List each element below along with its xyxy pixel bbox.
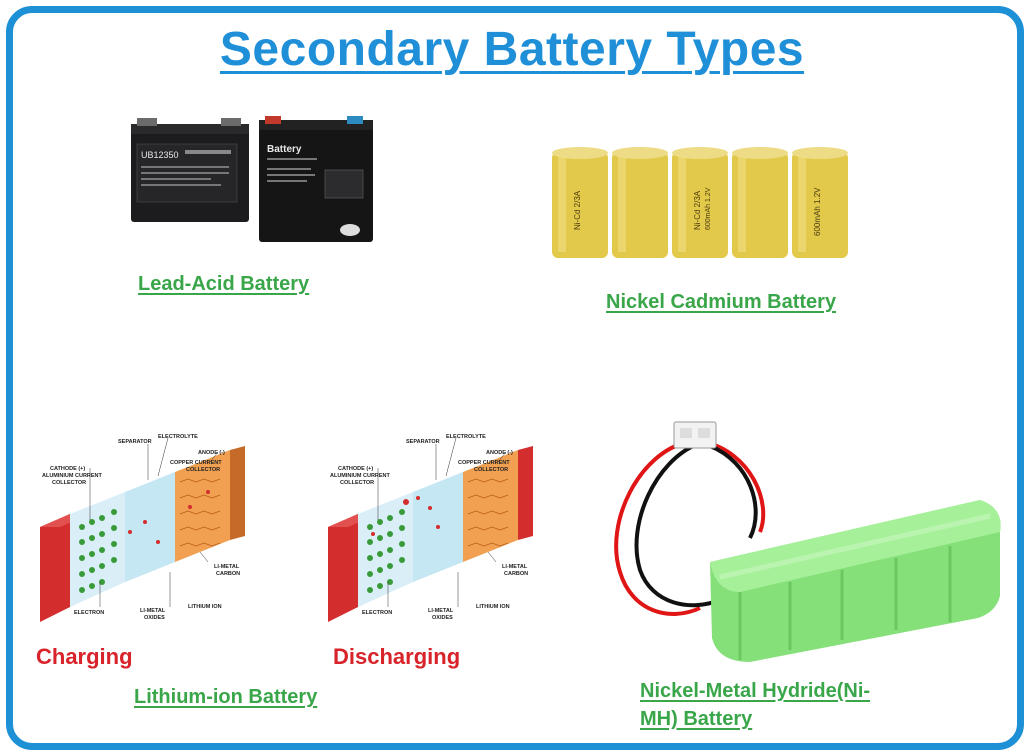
svg-text:SEPARATOR: SEPARATOR — [406, 439, 440, 445]
lithium-ion-label: Lithium-ion Battery — [134, 686, 318, 708]
svg-text:COLLECTOR: COLLECTOR — [186, 467, 220, 473]
page-title: Secondary Battery Types — [219, 23, 805, 76]
svg-text:OXIDES: OXIDES — [432, 615, 453, 621]
svg-text:LI-METAL: LI-METAL — [140, 608, 166, 614]
nickel-metal-hydride-battery-image — [614, 421, 1001, 662]
svg-text:ELECTROLYTE: ELECTROLYTE — [158, 434, 198, 440]
svg-text:ELECTROLYTE: ELECTROLYTE — [446, 434, 486, 440]
charging-label: Charging — [36, 644, 133, 669]
svg-text:LI-METAL: LI-METAL — [428, 608, 454, 614]
svg-text:ALUMINIUM CURRENT: ALUMINIUM CURRENT — [330, 473, 391, 479]
svg-text:CARBON: CARBON — [216, 571, 240, 577]
svg-text:600mAh 1.2V: 600mAh 1.2V — [705, 187, 712, 230]
svg-text:CARBON: CARBON — [504, 571, 528, 577]
svg-text:COPPER CURRENT: COPPER CURRENT — [458, 460, 510, 466]
svg-text:LITHIUM ION: LITHIUM ION — [476, 604, 510, 610]
nickel-metal-hydride-label-line2: MH) Battery — [640, 708, 753, 730]
svg-text:COLLECTOR: COLLECTOR — [474, 467, 508, 473]
svg-text:COLLECTOR: COLLECTOR — [52, 480, 86, 486]
svg-text:600mAh 1.2V: 600mAh 1.2V — [813, 187, 822, 236]
svg-text:COPPER CURRENT: COPPER CURRENT — [170, 460, 222, 466]
lead-acid-right-brand: Battery — [267, 144, 302, 155]
svg-text:Ni-Cd 2/3A: Ni-Cd 2/3A — [693, 190, 702, 230]
nickel-cadmium-battery-image: Ni-Cd 2/3A Ni-Cd 2/3A 600mAh 1.2V 600mAh… — [552, 147, 848, 258]
svg-text:SEPARATOR: SEPARATOR — [118, 439, 152, 445]
lithium-ion-discharging-diagram: SEPARATOR ELECTROLYTE ANODE (-) CATHODE … — [328, 434, 533, 622]
svg-text:LI-METAL: LI-METAL — [502, 564, 528, 570]
svg-text:ANODE (-): ANODE (-) — [486, 450, 513, 456]
lead-acid-label: Lead-Acid Battery — [138, 273, 310, 295]
svg-text:ELECTRON: ELECTRON — [362, 610, 392, 616]
lead-acid-battery-image: UB12350 Battery — [131, 116, 373, 242]
svg-text:LI-METAL: LI-METAL — [214, 564, 240, 570]
svg-text:OXIDES: OXIDES — [144, 615, 165, 621]
lithium-ion-charging-diagram: SEPARATOR ELECTROLYTE ANODE (-) CATHODE … — [40, 434, 245, 622]
svg-text:CATHODE (+): CATHODE (+) — [50, 466, 85, 472]
svg-text:LITHIUM ION: LITHIUM ION — [188, 604, 222, 610]
nickel-cadmium-label: Nickel Cadmium Battery — [606, 291, 837, 313]
nickel-metal-hydride-label-line1: Nickel-Metal Hydride(Ni- — [640, 680, 871, 702]
svg-text:COLLECTOR: COLLECTOR — [340, 480, 374, 486]
lead-acid-left-brand: UB12350 — [141, 150, 179, 160]
svg-text:ELECTRON: ELECTRON — [74, 610, 104, 616]
svg-text:Ni-Cd 2/3A: Ni-Cd 2/3A — [573, 190, 582, 230]
svg-text:ALUMINIUM CURRENT: ALUMINIUM CURRENT — [42, 473, 103, 479]
svg-text:ANODE (-): ANODE (-) — [198, 450, 225, 456]
discharging-label: Discharging — [333, 644, 461, 669]
svg-text:CATHODE (+): CATHODE (+) — [338, 466, 373, 472]
